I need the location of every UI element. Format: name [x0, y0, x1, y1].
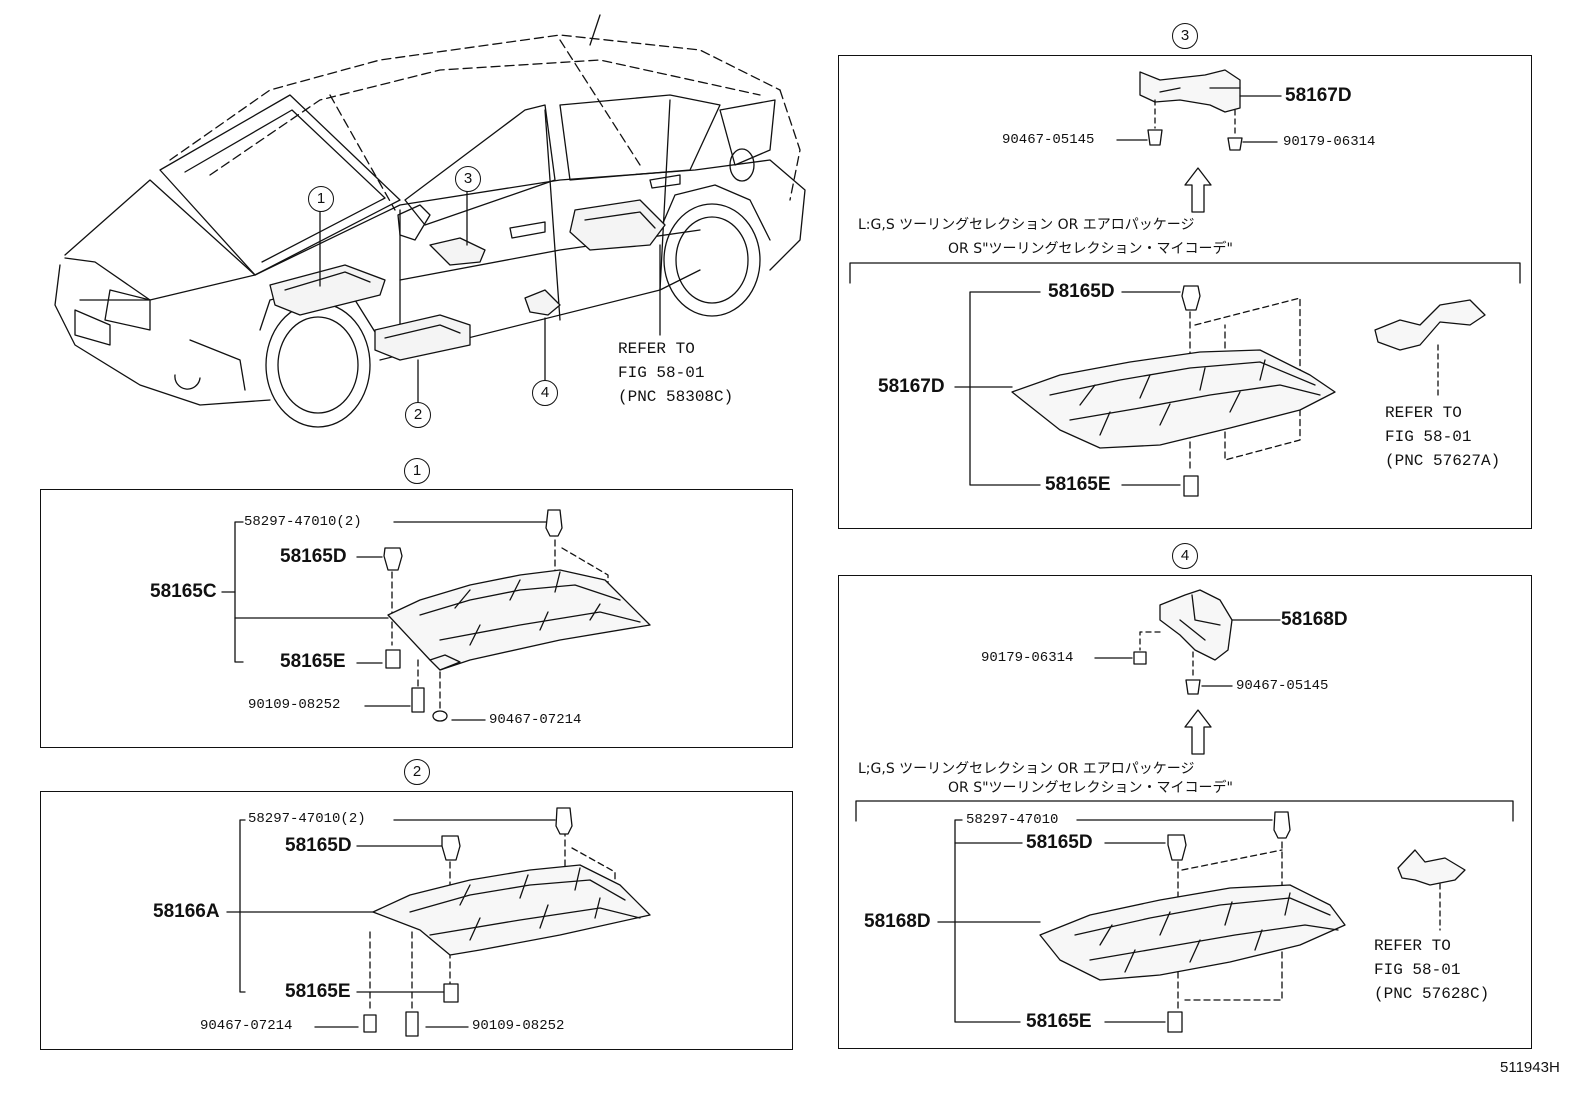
part-58168D-bracket: 58168D: [1281, 609, 1348, 630]
part-58165D: 58165D: [285, 835, 352, 856]
part-58167D-bracket: 58167D: [1285, 85, 1352, 106]
part-58168D: 58168D: [864, 911, 931, 932]
part-58165D: 58165D: [1048, 281, 1115, 302]
refer-line-1: REFER TO: [618, 340, 695, 358]
section-2-art: [226, 807, 651, 1037]
section-4-art: [855, 589, 1514, 1033]
car-refer-note: REFER TO FIG 58-01 (PNC 58308C): [618, 337, 733, 409]
section-3-refer-note: REFER TO FIG 58-01 (PNC 57627A): [1385, 401, 1500, 473]
part-90467-07214: 90467-07214: [489, 712, 582, 728]
refer-line-2: FIG 58-01: [1385, 428, 1472, 446]
section-4-refer-note: REFER TO FIG 58-01 (PNC 57628C): [1374, 934, 1489, 1006]
part-90109-08252: 90109-08252: [472, 1018, 565, 1034]
variant-note-line-1: L;G,S ツーリングセレクション OR エアロパッケージ: [858, 761, 1195, 777]
refer-line-3: (PNC 57627A): [1385, 452, 1501, 470]
car-marker-1: 1: [308, 186, 334, 212]
section-3-marker: 3: [1172, 23, 1198, 49]
part-58165E: 58165E: [1026, 1011, 1092, 1032]
part-58297-47010: 58297-47010: [966, 812, 1059, 828]
part-58165D: 58165D: [280, 546, 347, 567]
part-58167D: 58167D: [878, 376, 945, 397]
part-58297-47010: 58297-47010(2): [248, 811, 366, 827]
part-58165E: 58165E: [285, 981, 351, 1002]
part-90467-07214: 90467-07214: [200, 1018, 293, 1034]
section-1-marker: 1: [404, 458, 430, 484]
part-58165C: 58165C: [150, 581, 217, 602]
variant-note-line-2: OR S"ツーリングセレクション・マイコーデ": [948, 780, 1233, 796]
section-4-box: [838, 575, 1532, 1049]
refer-line-3: (PNC 57628C): [1374, 985, 1490, 1003]
refer-line-1: REFER TO: [1385, 404, 1462, 422]
part-90179-06314: 90179-06314: [1283, 134, 1376, 150]
section-1-box: [40, 489, 793, 748]
car-marker-2: 2: [405, 402, 431, 428]
variant-note-line-1: L:G,S ツーリングセレクション OR エアロパッケージ: [858, 217, 1195, 233]
section-1-art: [221, 509, 651, 722]
drawing-number: 511943H: [1500, 1059, 1560, 1076]
part-58165E: 58165E: [280, 651, 346, 672]
section-2-box: [40, 791, 793, 1050]
car-marker-3: 3: [455, 166, 481, 192]
refer-line-2: FIG 58-01: [618, 364, 705, 382]
part-58165D: 58165D: [1026, 832, 1093, 853]
section-3-box: [838, 55, 1532, 529]
part-90179-06314: 90179-06314: [981, 650, 1074, 666]
part-90109-08252: 90109-08252: [248, 697, 341, 713]
part-58297-47010: 58297-47010(2): [244, 514, 362, 530]
part-90467-05145: 90467-05145: [1236, 678, 1329, 694]
section-2-marker: 2: [404, 759, 430, 785]
variant-note-line-2: OR S"ツーリングセレクション・マイコーデ": [948, 241, 1233, 257]
part-58166A: 58166A: [153, 901, 220, 922]
section-4-marker: 4: [1172, 543, 1198, 569]
part-58165E: 58165E: [1045, 474, 1111, 495]
refer-line-3: (PNC 58308C): [618, 388, 734, 406]
car-marker-4: 4: [532, 380, 558, 406]
section-3-art: [849, 69, 1521, 497]
car-illustration: [54, 14, 806, 428]
refer-line-1: REFER TO: [1374, 937, 1451, 955]
refer-line-2: FIG 58-01: [1374, 961, 1461, 979]
part-90467-05145: 90467-05145: [1002, 132, 1095, 148]
